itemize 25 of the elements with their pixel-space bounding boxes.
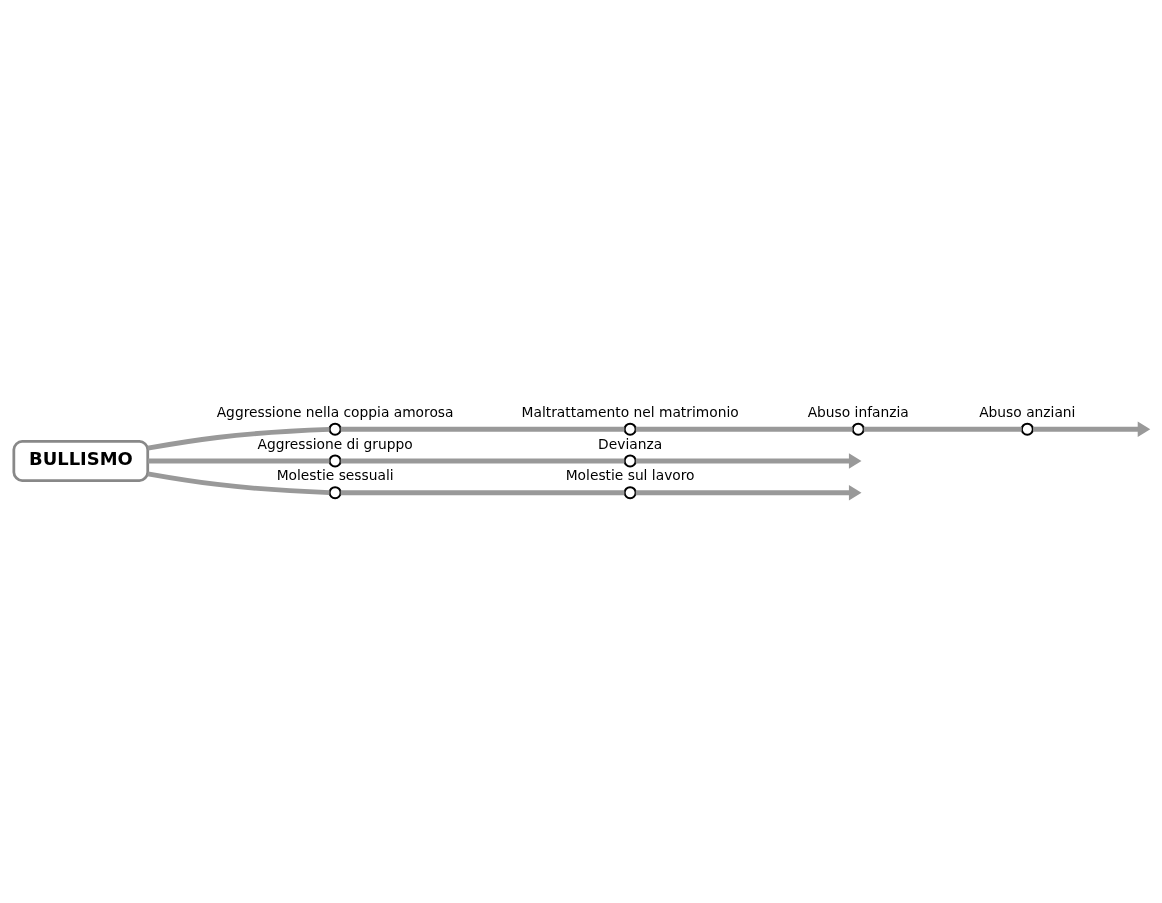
connector	[147, 470, 330, 495]
node-circle	[1020, 422, 1034, 436]
node-label: Aggressione di gruppo	[257, 435, 413, 452]
connector	[340, 458, 625, 463]
connector	[147, 458, 330, 463]
node-label: Abuso anziani	[979, 403, 1076, 420]
connector	[863, 426, 1022, 432]
connector	[635, 426, 853, 432]
node-circle	[623, 453, 637, 468]
node-label: Abuso infanzia	[807, 403, 909, 420]
node-circle	[623, 485, 637, 499]
connector	[340, 489, 625, 495]
node-circle	[623, 422, 637, 436]
node-box: BULLISMO	[12, 439, 150, 482]
connector	[340, 426, 625, 432]
node-circle	[328, 453, 342, 468]
node-circle	[851, 422, 865, 436]
node-label: Aggressione nella coppia amorosa	[216, 403, 454, 420]
node-circle	[328, 422, 342, 436]
node-label: Devianza	[598, 435, 663, 452]
node-label: Molestie sessuali	[276, 466, 394, 483]
node-circle	[328, 485, 342, 499]
node-label: Maltrattamento nel matrimonio	[521, 403, 739, 420]
connector	[147, 426, 330, 451]
node-label: Molestie sul lavoro	[565, 466, 695, 483]
